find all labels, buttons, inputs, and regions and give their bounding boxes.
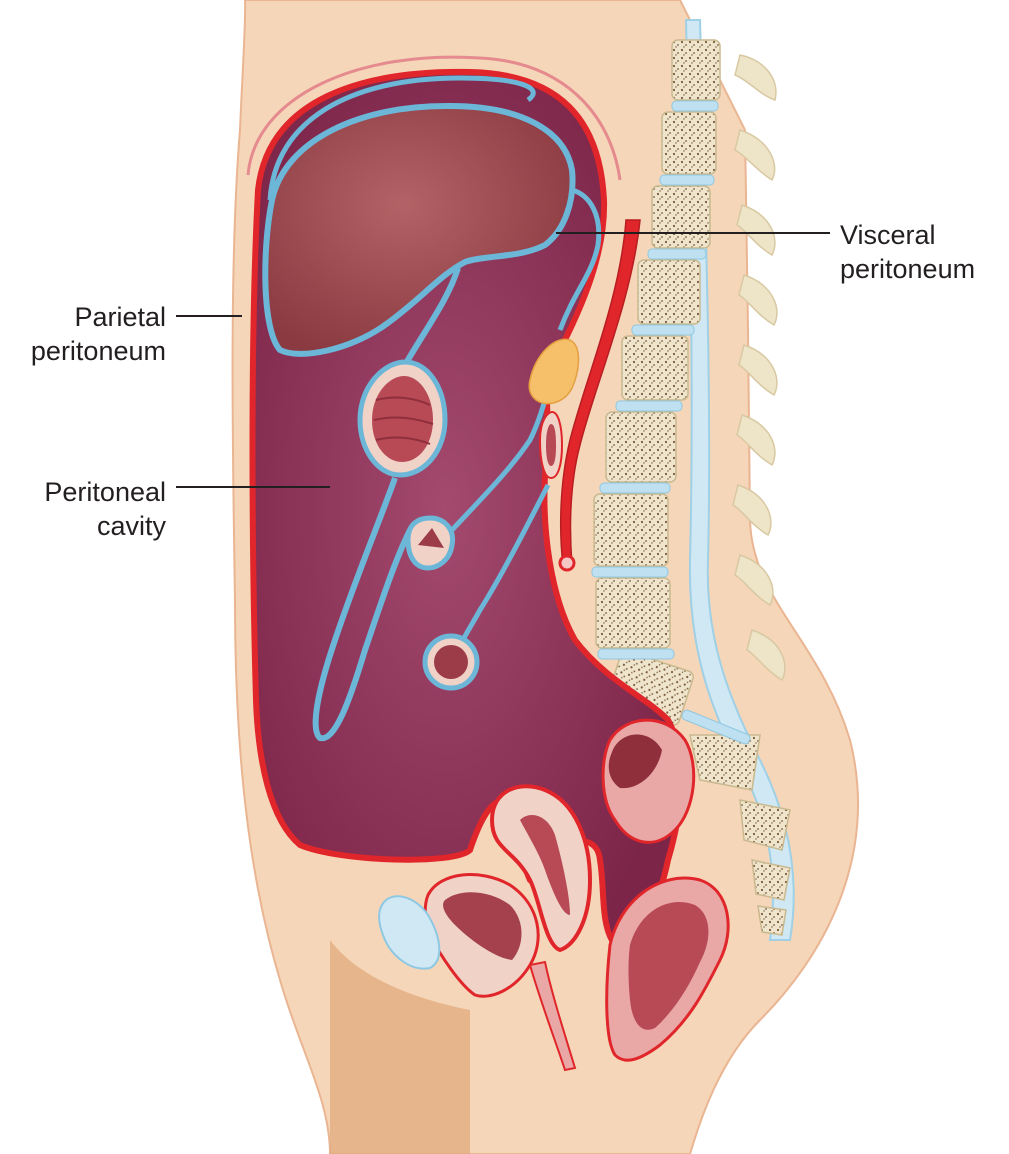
aorta-end [558, 554, 576, 572]
visceral-line-top [267, 75, 536, 201]
sigmoid-colon-lumen [608, 734, 662, 789]
lesser-omentum [402, 267, 461, 367]
small-intestine-lumen [434, 645, 468, 679]
visceral-line-posterior [557, 187, 602, 331]
label-parietal-line1: Parietal [74, 302, 166, 332]
rectal-lumen [628, 901, 709, 1030]
uterine-cavity [520, 815, 570, 915]
liver [262, 102, 576, 357]
label-parietal-peritoneum: Parietal peritoneum [0, 300, 166, 368]
pancreas [528, 338, 580, 405]
label-cavity-line1: Peritoneal [44, 477, 166, 507]
greater-omentum [312, 476, 413, 742]
duodenum-lumen [546, 424, 556, 466]
leader-lines [176, 232, 830, 488]
stomach-folds [373, 396, 434, 445]
label-visceral-line2: peritoneum [840, 254, 976, 284]
label-parietal-line2: peritoneum [30, 336, 166, 366]
label-visceral-line1: Visceral [840, 220, 936, 250]
transverse-colon-lumen [418, 528, 444, 548]
thigh-shape [330, 940, 470, 1154]
pubic-symphysis [378, 895, 441, 970]
label-cavity-line2: cavity [96, 511, 166, 541]
bladder-lumen [443, 892, 522, 960]
label-peritoneal-cavity: Peritoneal cavity [0, 475, 166, 543]
label-visceral-peritoneum: Visceral peritoneum [840, 218, 1009, 286]
parietal-outer-wall [246, 55, 622, 181]
vaginal-canal [528, 960, 577, 1072]
vertebral-column [591, 39, 791, 936]
spinous-processes [732, 54, 786, 682]
